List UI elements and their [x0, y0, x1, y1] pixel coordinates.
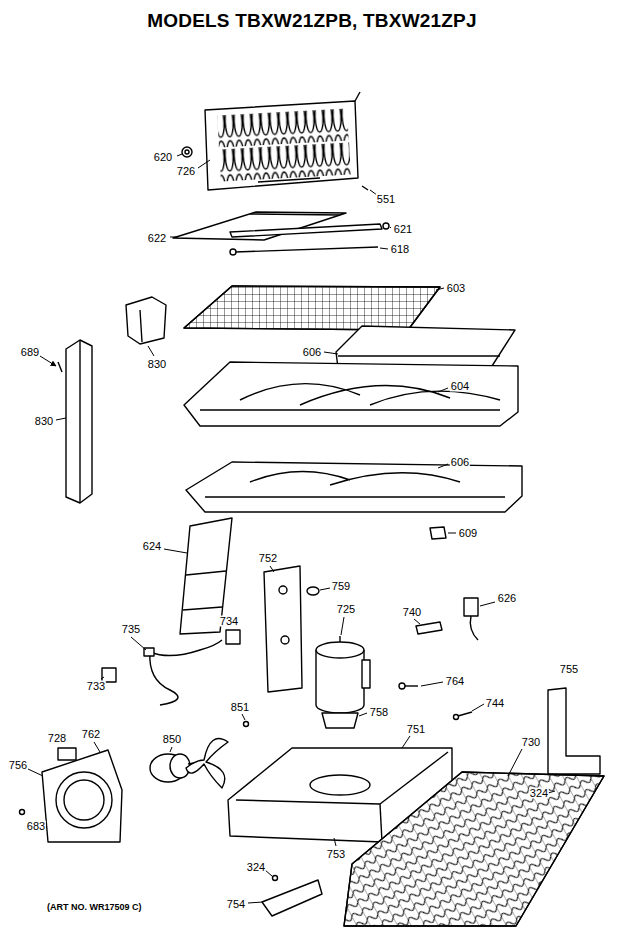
callout-number: 606: [450, 457, 470, 468]
callout-number: 624: [142, 541, 162, 552]
callout-number: 735: [121, 624, 141, 635]
callout-number: 758: [369, 707, 389, 718]
callout-number: 726: [176, 166, 196, 177]
callout-number: 755: [559, 664, 579, 675]
callout-number: 725: [336, 604, 356, 615]
callout-number: 764: [445, 676, 465, 687]
callout-number: 752: [258, 553, 278, 564]
callout-number: 618: [390, 244, 410, 255]
callout-number: 689: [20, 347, 40, 358]
callout-number: 728: [47, 733, 67, 744]
callout-number: 754: [226, 899, 246, 910]
callout-number: 734: [219, 616, 239, 627]
callout-number: 609: [458, 528, 478, 539]
callout-number: 324: [246, 862, 266, 873]
callout-number: 850: [162, 734, 182, 745]
callout-number: 324: [529, 788, 549, 799]
callout-number: 759: [331, 581, 351, 592]
callout-number: 753: [326, 849, 346, 860]
callout-number: 756: [8, 760, 28, 771]
callout-number: 683: [26, 821, 46, 832]
callout-number: 621: [393, 224, 413, 235]
callout-number: 606: [302, 347, 322, 358]
callout-number: 622: [147, 233, 167, 244]
callout-number: 551: [376, 194, 396, 205]
callout-number: 744: [485, 698, 505, 709]
callout-number: 626: [497, 593, 517, 604]
callout-number: 751: [406, 724, 426, 735]
callout-number: 762: [81, 729, 101, 740]
callout-number: 830: [147, 359, 167, 370]
callout-number: 830: [34, 416, 54, 427]
art-number-caption: (ART NO. WR17509 C): [46, 902, 143, 912]
callout-number: 604: [450, 381, 470, 392]
callout-number: 740: [402, 607, 422, 618]
callout-number: 730: [521, 737, 541, 748]
diagram-title: MODELS TBXW21ZPB, TBXW21ZPJ: [0, 10, 624, 32]
callout-number: 620: [153, 152, 173, 163]
callout-number: 733: [86, 681, 106, 692]
callout-number: 603: [446, 283, 466, 294]
callout-number: 851: [230, 702, 250, 713]
